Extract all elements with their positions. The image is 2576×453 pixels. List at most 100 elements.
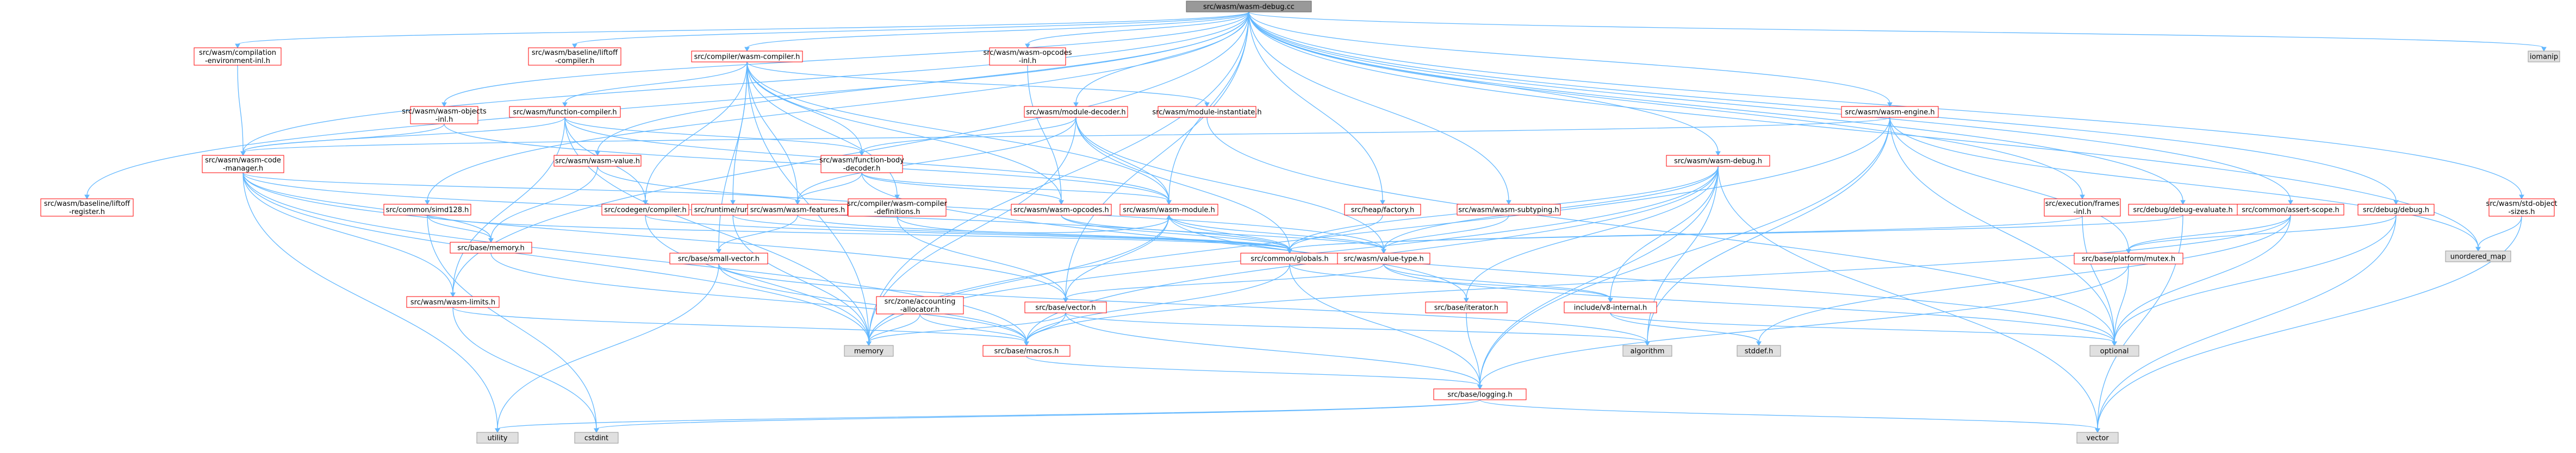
- node-base_iterator[interactable]: src/base/iterator.h: [1425, 301, 1508, 313]
- node-box-stddef[interactable]: [1737, 345, 1781, 357]
- node-box-utility[interactable]: [476, 432, 519, 444]
- node-box-wasm_limits[interactable]: [406, 296, 500, 308]
- node-zonemap[interactable]: iomanip: [2528, 51, 2560, 62]
- node-small_vector[interactable]: src/base/small-vector.h: [669, 253, 768, 265]
- node-compilation_env[interactable]: src/wasm/compilation-environment-inl.h: [194, 47, 282, 66]
- node-box-algorithm[interactable]: [1622, 345, 1672, 357]
- node-wasm_value_type[interactable]: src/wasm/value-type.h: [1337, 253, 1430, 265]
- node-box-wasm_engine[interactable]: [1841, 106, 1939, 118]
- node-wasm_limits[interactable]: src/wasm/wasm-limits.h: [406, 296, 500, 308]
- node-debug_debug[interactable]: src/debug/debug.h: [2357, 204, 2435, 216]
- edge-root-to-std_object_sizes: [1248, 11, 2522, 196]
- node-box-std_object_sizes[interactable]: [2488, 198, 2555, 217]
- node-wasm_opcodes_inl[interactable]: src/wasm/wasm-opcodes-inl.h: [983, 47, 1072, 66]
- node-utility[interactable]: utility: [476, 432, 519, 444]
- node-box-wasm_value_type[interactable]: [1337, 253, 1430, 265]
- node-box-compilation_env[interactable]: [194, 47, 282, 66]
- node-box-base_iterator[interactable]: [1425, 301, 1508, 313]
- node-compiler_defs[interactable]: src/compiler/wasm-compiler-definitions.h: [847, 198, 947, 217]
- node-box-optional[interactable]: [2089, 345, 2139, 357]
- node-box-wasm_code_manager[interactable]: [202, 155, 284, 173]
- node-vector[interactable]: vector: [2076, 432, 2119, 444]
- node-base_logging[interactable]: src/base/logging.h: [1433, 388, 1527, 400]
- node-wasm_module[interactable]: src/wasm/wasm-module.h: [1119, 204, 1218, 216]
- node-box-wasm_opcodes_inl[interactable]: [989, 47, 1066, 66]
- node-box-debug_debug[interactable]: [2357, 204, 2435, 216]
- node-box-zone_accounting[interactable]: [876, 296, 964, 314]
- node-wasm_value[interactable]: src/wasm/wasm-value.h: [553, 155, 642, 167]
- node-wasm_debug_h[interactable]: src/wasm/wasm-debug.h: [1666, 155, 1770, 167]
- node-box-simd128[interactable]: [383, 204, 471, 216]
- node-box-platform_mutex[interactable]: [2074, 253, 2183, 265]
- node-box-small_vector[interactable]: [669, 253, 768, 265]
- node-box-execution_frames[interactable]: [2044, 198, 2121, 217]
- node-box-wasm_module[interactable]: [1119, 204, 1218, 216]
- node-box-root[interactable]: [1186, 1, 1312, 12]
- node-root[interactable]: src/wasm/wasm-debug.cc: [1186, 1, 1312, 12]
- node-box-module_instantiate[interactable]: [1158, 106, 1256, 118]
- node-wasm_engine[interactable]: src/wasm/wasm-engine.h: [1841, 106, 1939, 118]
- node-v8_internal[interactable]: include/v8-internal.h: [1564, 301, 1657, 313]
- node-base_macros[interactable]: src/base/macros.h: [982, 345, 1071, 357]
- node-box-assert_scope[interactable]: [2237, 204, 2344, 216]
- node-box-v8_internal[interactable]: [1564, 301, 1657, 313]
- node-platform_mutex[interactable]: src/base/platform/mutex.h: [2074, 253, 2183, 265]
- node-heap_factory[interactable]: src/heap/factory.h: [1344, 204, 1421, 216]
- node-optional[interactable]: optional: [2089, 345, 2139, 357]
- node-box-baseline_liftoff_compiler[interactable]: [528, 47, 621, 66]
- node-box-base_logging[interactable]: [1433, 388, 1527, 400]
- edge-compiler_wasm_compiler-to-memory: [746, 61, 869, 343]
- node-box-wasm_debug_h[interactable]: [1666, 155, 1770, 167]
- edge-execution_frames-to-optional: [2082, 216, 2115, 343]
- node-common_globals[interactable]: src/common/globals.h: [1240, 253, 1339, 265]
- node-box-wasm_opcodes[interactable]: [1011, 204, 1112, 216]
- node-label-compiler_wasm_compiler-0: src/compiler/wasm-compiler.h: [694, 53, 800, 61]
- node-box-baseline_liftoff_register[interactable]: [40, 198, 134, 217]
- node-execution_frames[interactable]: src/execution/frames-inl.h: [2044, 198, 2121, 217]
- node-simd128[interactable]: src/common/simd128.h: [383, 204, 471, 216]
- node-wasm_features[interactable]: src/wasm/wasm-features.h: [747, 204, 848, 216]
- node-memory[interactable]: memory: [844, 345, 894, 357]
- node-box-wasm_features[interactable]: [747, 204, 848, 216]
- node-box-base_memory[interactable]: [450, 242, 532, 254]
- node-box-compiler_wasm_compiler[interactable]: [691, 51, 803, 62]
- node-wasm_subtyping[interactable]: src/wasm/wasm-subtyping.h: [1457, 204, 1561, 216]
- node-function_compiler[interactable]: src/wasm/function-compiler.h: [509, 106, 621, 118]
- node-codegen_compiler[interactable]: src/codegen/compiler.h: [601, 204, 689, 216]
- node-box-heap_factory[interactable]: [1344, 204, 1421, 216]
- node-box-function_body_decoder[interactable]: [820, 155, 903, 173]
- node-assert_scope[interactable]: src/common/assert-scope.h: [2237, 204, 2344, 216]
- node-box-cstdint[interactable]: [574, 432, 619, 444]
- node-function_body_decoder[interactable]: src/wasm/function-body-decoder.h: [819, 155, 904, 173]
- node-wasm_code_manager[interactable]: src/wasm/wasm-code-manager.h: [202, 155, 284, 173]
- node-box-function_compiler[interactable]: [509, 106, 621, 118]
- node-box-memory[interactable]: [844, 345, 894, 357]
- node-box-base_vector[interactable]: [1024, 301, 1107, 313]
- node-baseline_liftoff_register[interactable]: src/wasm/baseline/liftoff-register.h: [40, 198, 134, 217]
- node-unordered_map[interactable]: unordered_map: [2445, 250, 2511, 262]
- node-base_memory[interactable]: src/base/memory.h: [450, 242, 532, 254]
- node-module_instantiate[interactable]: src/wasm/module-instantiate.h: [1152, 106, 1262, 118]
- node-box-module_decoder[interactable]: [1024, 106, 1128, 118]
- node-base_vector[interactable]: src/base/vector.h: [1024, 301, 1107, 313]
- node-wasm_objects_inl[interactable]: src/wasm/wasm-objects-inl.h: [402, 106, 487, 124]
- node-box-compiler_defs[interactable]: [848, 198, 947, 217]
- node-box-wasm_subtyping[interactable]: [1457, 204, 1561, 216]
- node-box-vector[interactable]: [2076, 432, 2119, 444]
- node-wasm_opcodes[interactable]: src/wasm/wasm-opcodes.h: [1011, 204, 1112, 216]
- node-zone_accounting[interactable]: src/zone/accounting-allocator.h: [876, 296, 964, 314]
- node-module_decoder[interactable]: src/wasm/module-decoder.h: [1024, 106, 1128, 118]
- node-cstdint[interactable]: cstdint: [574, 432, 619, 444]
- node-box-wasm_value[interactable]: [553, 155, 642, 167]
- node-compiler_wasm_compiler[interactable]: src/compiler/wasm-compiler.h: [691, 51, 803, 62]
- node-box-wasm_objects_inl[interactable]: [410, 106, 478, 124]
- node-box-zonemap[interactable]: [2528, 51, 2560, 62]
- node-std_object_sizes[interactable]: src/wasm/std-object-sizes.h: [2486, 198, 2558, 217]
- node-debug_evaluate[interactable]: src/debug/debug-evaluate.h: [2128, 204, 2238, 216]
- node-algorithm[interactable]: algorithm: [1622, 345, 1672, 357]
- node-stddef[interactable]: stddef.h: [1737, 345, 1781, 357]
- node-box-unordered_map[interactable]: [2445, 250, 2511, 262]
- node-box-codegen_compiler[interactable]: [601, 204, 689, 216]
- node-baseline_liftoff_compiler[interactable]: src/wasm/baseline/liftoff-compiler.h: [528, 47, 621, 66]
- node-box-base_macros[interactable]: [982, 345, 1071, 357]
